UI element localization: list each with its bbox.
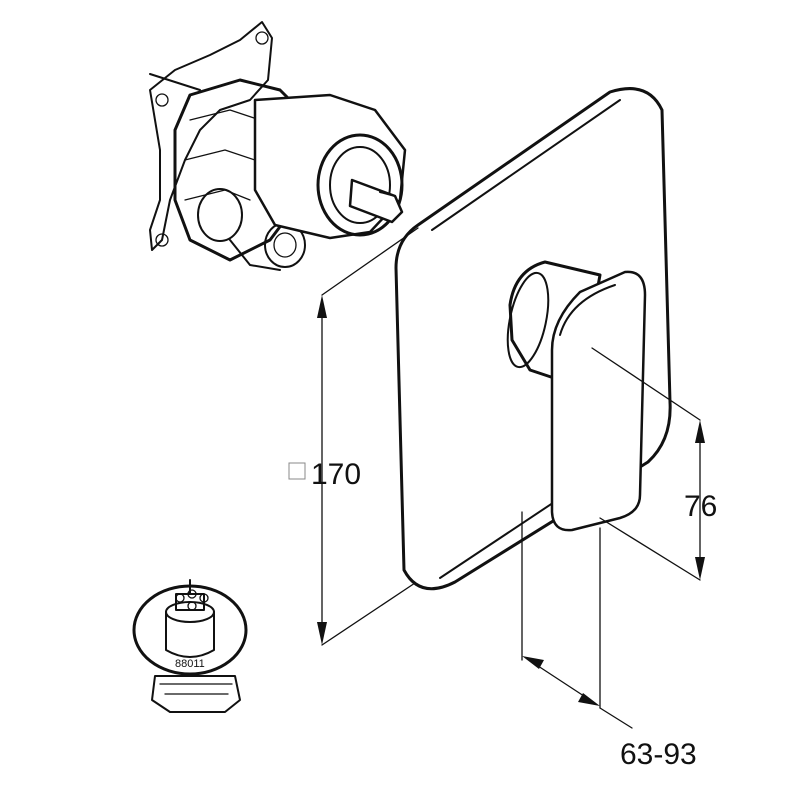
square-symbol	[288, 462, 306, 480]
dimension-handle: 76	[591, 347, 717, 581]
lever-handle	[506, 260, 647, 532]
height-dimension-label: 170	[311, 458, 361, 491]
dimension-height: 170	[288, 227, 419, 646]
handle-dimension-label: 76	[684, 490, 717, 523]
depth-dimension-label: 63-93	[620, 738, 697, 771]
valve-body	[149, 21, 407, 271]
dimension-depth: 63-93	[521, 511, 697, 771]
cartridge-component: 88011	[132, 579, 248, 713]
cartridge-code-label: 88011	[175, 658, 205, 670]
